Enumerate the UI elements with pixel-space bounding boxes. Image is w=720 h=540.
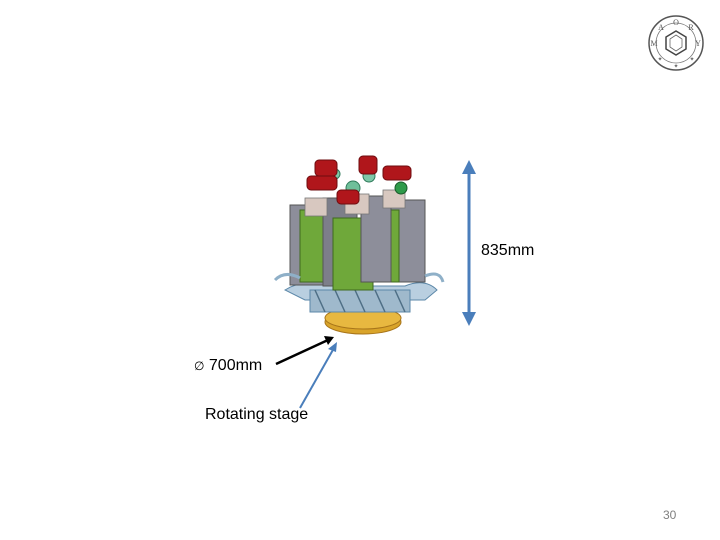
- svg-text:✦: ✦: [673, 63, 678, 70]
- page-number: 30: [663, 508, 677, 522]
- svg-text:O: O: [673, 18, 679, 27]
- diameter-pointer-head: [324, 336, 334, 345]
- svg-text:Y: Y: [695, 39, 701, 48]
- height-dimension-label: 835mm: [481, 242, 535, 259]
- height-arrow: [462, 160, 476, 326]
- diameter-symbol: ∅: [194, 359, 205, 373]
- rotating-stage-label: Rotating stage: [205, 406, 309, 423]
- svg-text:A: A: [658, 23, 664, 32]
- diameter-pointer-line: [275, 338, 329, 366]
- maory-logo: O R Y A M ✦ ✦ ✦: [648, 15, 704, 71]
- svg-text:M: M: [650, 39, 657, 48]
- svg-text:R: R: [688, 23, 694, 32]
- diameter-dimension: ∅ 700mm: [194, 357, 262, 375]
- instrument-illustration: [273, 155, 445, 335]
- svg-text:✦: ✦: [689, 56, 694, 63]
- svg-text:✦: ✦: [657, 56, 662, 63]
- pointer-arrows: [275, 336, 337, 409]
- stage-pointer-line: [299, 347, 335, 409]
- diameter-value: 700mm: [208, 357, 263, 374]
- stage-pointer-head: [328, 342, 337, 352]
